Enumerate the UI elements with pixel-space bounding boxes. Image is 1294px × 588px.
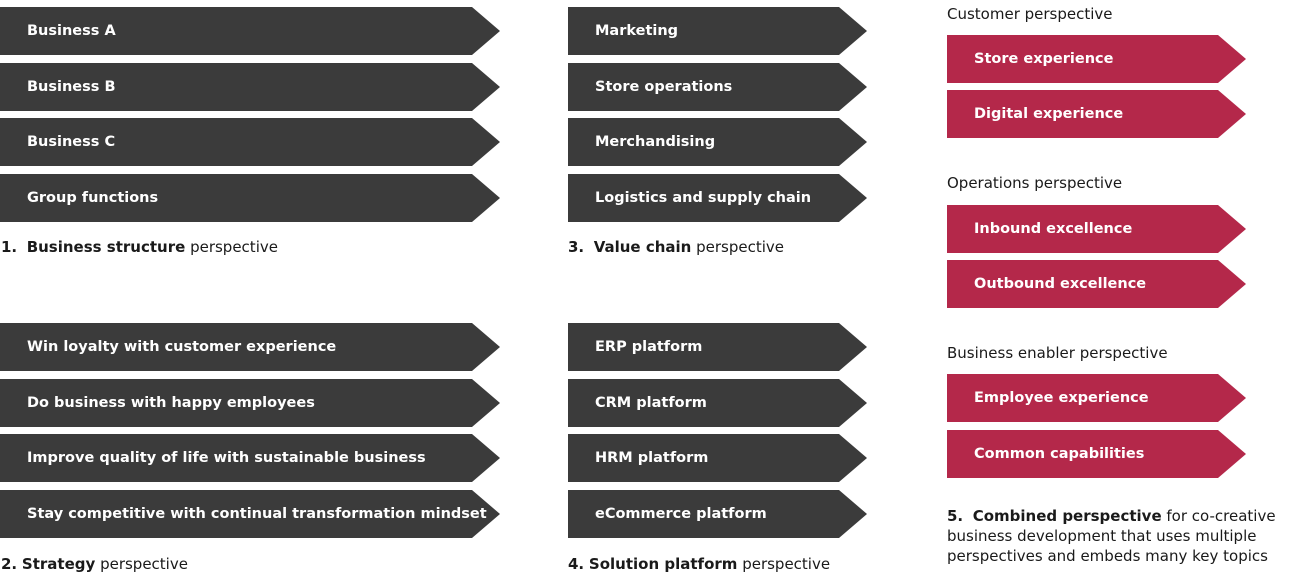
arrow-label: Marketing xyxy=(595,23,679,39)
caption-bold: Solution platform xyxy=(588,555,738,573)
arrow-happy-employees: Do business with happy employees xyxy=(0,379,500,427)
arrow-label: Outbound excellence xyxy=(974,276,1147,292)
arrow-label: HRM platform xyxy=(595,450,709,466)
arrow-label: Business B xyxy=(27,79,116,95)
group-title-customer: Customer perspective xyxy=(947,5,1113,23)
arrow-erp: ERP platform xyxy=(568,323,867,371)
caption-bold: Value chain xyxy=(593,238,692,256)
arrow-label: Common capabilities xyxy=(974,446,1145,462)
caption-rest: perspective xyxy=(190,238,278,256)
caption-number: 4. xyxy=(568,555,585,573)
arrow-logistics: Logistics and supply chain xyxy=(568,174,867,222)
arrow-label: Digital experience xyxy=(974,106,1124,122)
arrow-digital-experience: Digital experience xyxy=(947,90,1246,138)
caption-number: 3. xyxy=(568,238,585,256)
arrow-label: Store experience xyxy=(974,51,1114,67)
caption-solution-platform: 4. Solution platform perspective xyxy=(568,555,830,573)
arrow-label: Group functions xyxy=(27,190,159,206)
arrow-label: ERP platform xyxy=(595,339,703,355)
arrow-label: CRM platform xyxy=(595,395,707,411)
arrow-store-operations: Store operations xyxy=(568,63,867,111)
arrow-group-functions: Group functions xyxy=(0,174,500,222)
arrow-merchandising: Merchandising xyxy=(568,118,867,166)
caption-number: 2. xyxy=(1,555,18,573)
caption-bold: Strategy xyxy=(21,555,96,573)
arrow-label: Stay competitive with continual transfor… xyxy=(27,506,487,522)
caption-rest: perspective xyxy=(696,238,784,256)
arrow-quality-of-life: Improve quality of life with sustainable… xyxy=(0,434,500,482)
arrow-label: Inbound excellence xyxy=(974,221,1133,237)
arrow-business-b: Business B xyxy=(0,63,500,111)
caption-strategy: 2. Strategy perspective xyxy=(1,555,188,573)
arrow-label: eCommerce platform xyxy=(595,506,767,522)
arrow-label: Business A xyxy=(27,23,116,39)
arrow-employee-experience: Employee experience xyxy=(947,374,1246,422)
arrow-win-loyalty: Win loyalty with customer experience xyxy=(0,323,500,371)
arrow-inbound-excellence: Inbound excellence xyxy=(947,205,1246,253)
caption-combined: 5. Combined perspective for co-creative … xyxy=(947,506,1287,566)
caption-rest: perspective xyxy=(100,555,188,573)
arrow-common-capabilities: Common capabilities xyxy=(947,430,1246,478)
arrow-label: Win loyalty with customer experience xyxy=(27,339,337,355)
arrow-label: Business C xyxy=(27,134,116,150)
arrow-label: Do business with happy employees xyxy=(27,395,315,411)
caption-rest: perspective xyxy=(742,555,831,573)
arrow-label: Store operations xyxy=(595,79,733,95)
arrow-label: Merchandising xyxy=(595,134,716,150)
arrow-label: Employee experience xyxy=(974,390,1149,406)
caption-number: 1. xyxy=(1,238,18,256)
caption-number: 5. xyxy=(947,507,964,525)
caption-rest: for co-creative business development tha… xyxy=(947,507,1276,565)
arrow-business-c: Business C xyxy=(0,118,500,166)
arrow-business-a: Business A xyxy=(0,7,500,55)
caption-business-structure: 1. Business structure perspective xyxy=(1,238,278,256)
arrow-label: Improve quality of life with sustainable… xyxy=(27,450,426,466)
caption-value-chain: 3. Value chain perspective xyxy=(568,238,784,256)
arrow-ecommerce: eCommerce platform xyxy=(568,490,867,538)
arrow-hrm: HRM platform xyxy=(568,434,867,482)
arrow-stay-competitive: Stay competitive with continual transfor… xyxy=(0,490,500,538)
group-title-business-enabler: Business enabler perspective xyxy=(947,344,1168,362)
arrow-outbound-excellence: Outbound excellence xyxy=(947,260,1246,308)
caption-bold: Combined perspective xyxy=(972,507,1162,525)
group-title-operations: Operations perspective xyxy=(947,174,1123,192)
arrow-store-experience: Store experience xyxy=(947,35,1246,83)
arrow-marketing: Marketing xyxy=(568,7,867,55)
caption-bold: Business structure xyxy=(26,238,186,256)
arrow-crm: CRM platform xyxy=(568,379,867,427)
arrow-label: Logistics and supply chain xyxy=(595,190,812,206)
